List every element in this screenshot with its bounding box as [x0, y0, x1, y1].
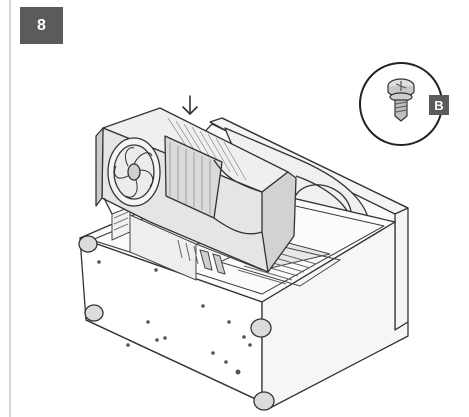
- screw-label-badge: [429, 95, 449, 115]
- panel-left-border: [9, 0, 11, 417]
- screw-callout: B: [359, 62, 449, 146]
- step-number-badge: 8: [20, 7, 63, 44]
- arrow-down-icon: [182, 95, 198, 115]
- graphics-card: [95, 107, 297, 273]
- screw-icon: [387, 78, 415, 122]
- step-number: 8: [37, 16, 46, 34]
- case-feet: [78, 235, 275, 411]
- gpu-fan: [107, 137, 161, 207]
- screw-label: B: [434, 98, 443, 113]
